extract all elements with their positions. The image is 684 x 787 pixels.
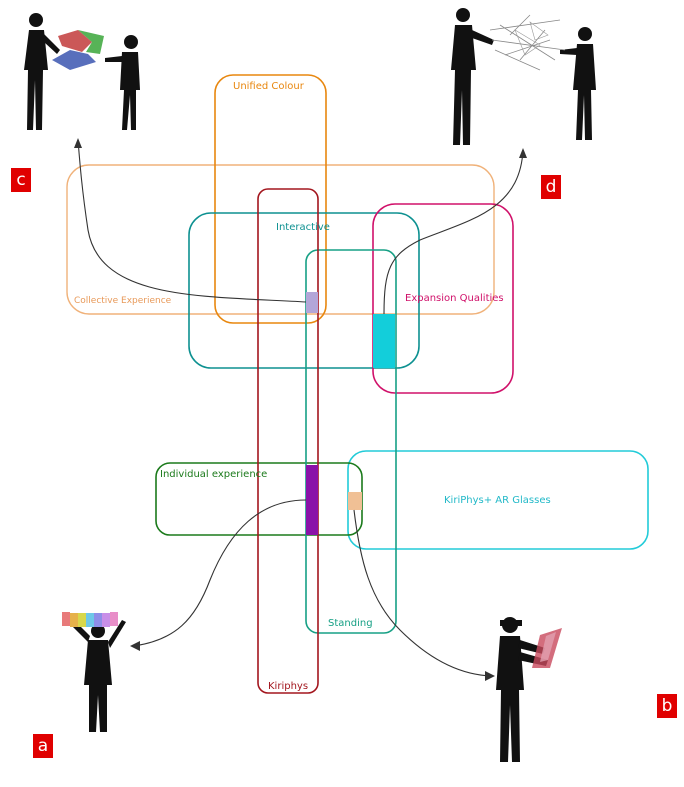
label-kiriphys-ar-glasses: KiriPhys+ AR Glasses: [444, 495, 551, 506]
figure-d-illustration: [451, 8, 596, 145]
connector-a: [133, 499, 307, 647]
label-kiriphys: Kiriphys: [268, 681, 309, 692]
label-interactive: Interactive: [276, 222, 330, 233]
arrowhead-a: [130, 641, 140, 651]
badge-b: b: [657, 694, 677, 718]
interactive-set: [188, 212, 420, 369]
label-unified-colour: Unified Colour: [233, 81, 304, 92]
label-standing: Standing: [328, 618, 373, 629]
arrowhead-d: [519, 148, 527, 158]
label-expansion-qualities: Expansion Qualities: [405, 293, 504, 304]
figure-c-illustration: [24, 13, 140, 130]
label-individual-experience: Individual experience: [160, 469, 268, 480]
connector-d: [383, 149, 524, 315]
connector-b: [353, 509, 493, 677]
arrowhead-b: [485, 671, 495, 681]
figure-b-illustration: [496, 617, 562, 762]
standing-set: [305, 249, 397, 634]
arrowhead-c: [74, 138, 82, 148]
expansion-qualities-set: [372, 203, 514, 394]
unified-colour-set: [214, 74, 327, 324]
connector-c: [77, 139, 307, 303]
badge-c: c: [11, 168, 31, 192]
figure-a-illustration: [62, 612, 126, 732]
collective-marker: [306, 292, 318, 313]
badge-a: a: [33, 734, 53, 758]
kiriphys-set: [257, 188, 319, 694]
individual-marker: [306, 465, 318, 535]
glasses-marker: [348, 492, 362, 510]
label-collective-experience: Collective Experience: [74, 296, 172, 306]
expansion-marker: [373, 314, 395, 368]
badge-d: d: [541, 175, 561, 199]
collective-experience-set: [66, 164, 495, 315]
